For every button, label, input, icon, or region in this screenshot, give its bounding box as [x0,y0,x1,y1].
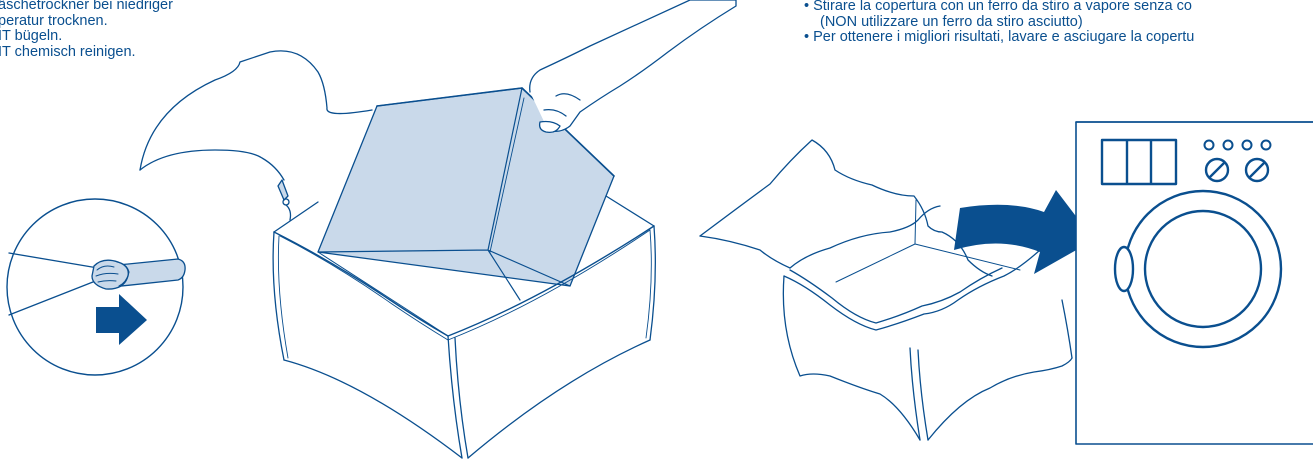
italian-instructions: • Stirare la copertura con un ferro da s… [804,0,1194,46]
cord-top [139,50,373,171]
fabric-box-collapsed [699,139,1073,441]
zipper-detail-circle [6,198,186,376]
washing-machine-icon [1075,121,1313,445]
zipper-pull-small [277,179,292,221]
italian-bullet-1: • Stirare la copertura con un ferro da s… [804,0,1192,14]
german-line-3: IT bügeln. [0,28,63,44]
german-line-4: IT chemisch reinigen. [0,43,136,60]
hand-illustration [529,0,737,134]
arrow-into-washer-icon [954,190,1094,274]
storage-box-open [272,87,656,459]
german-line-2: peratur trocknen. [0,12,108,29]
italian-bullet-1-cont: (NON utilizzare un ferro da stiro asciut… [820,13,1083,30]
german-instructions: äschetrockner bei niedriger peratur troc… [0,0,173,60]
fabric-cover-outline [699,139,993,277]
italian-bullet-2: • Per ottenere i migliori risultati, lav… [804,29,1195,45]
cord-to-zipper [139,149,285,181]
arrow-right-icon [96,294,147,345]
german-line-1: äschetrockner bei niedriger [0,0,173,13]
